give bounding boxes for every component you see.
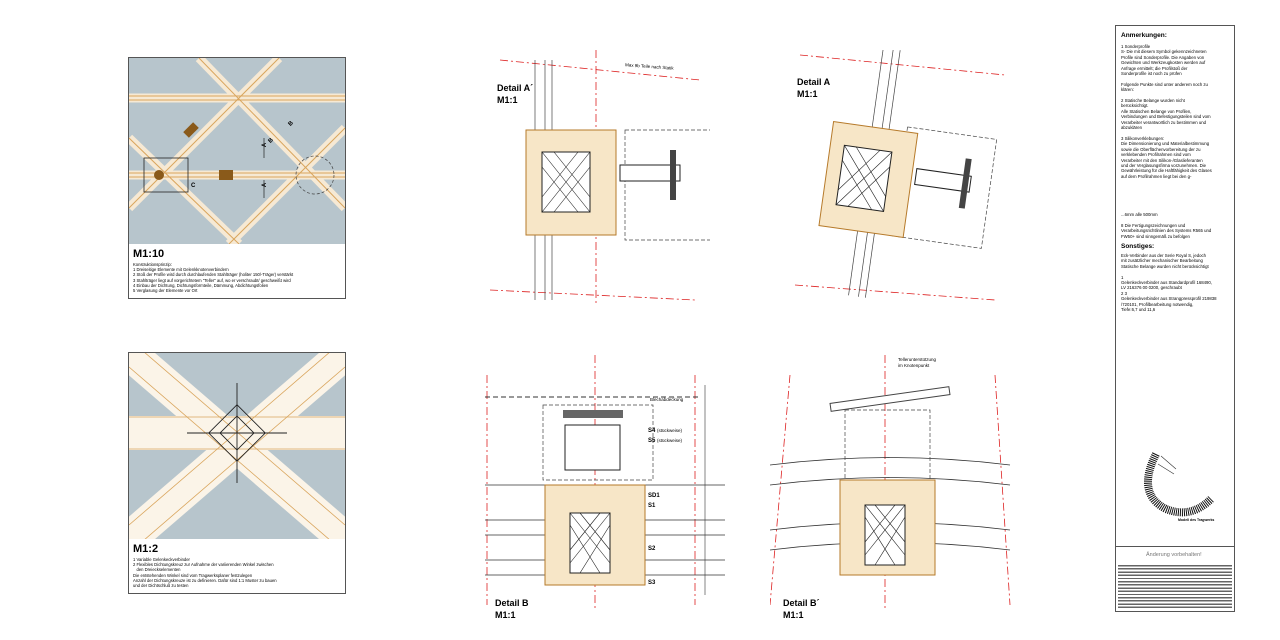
plan-m1-10-panel: A A B B C M1:10 Konstruktionsprinzip: 1 … [128, 57, 346, 299]
detail-a-scale: M1:1 [797, 89, 818, 99]
misc-heading: Sonstiges: [1121, 243, 1155, 250]
s5-label: S5 (stückweise) [648, 438, 682, 444]
blech-label: Blechabdeckung [650, 397, 684, 402]
s1-label: S1 [648, 503, 656, 509]
change-note: Änderung vorbehalten! [1146, 552, 1202, 558]
misc-text: Eck-Verbinder aus der Serie Royal S, jed… [1121, 253, 1217, 313]
support-note: Tellerunterstützung im Knotenpunkt [898, 357, 937, 368]
s4-label: S4 (stückweise) [648, 428, 682, 434]
model-caption: Modell des Tragwerks [1178, 518, 1215, 522]
detail-b-scale: M1:1 [495, 610, 516, 620]
annotations-text-1: 1 Sonderprofile S- Die mit diesem Symbol… [1121, 44, 1212, 179]
connector-notes: 1 Variable Gelenkeckverbinder 2 Flexible… [133, 557, 277, 589]
structure-model-image [1144, 452, 1214, 517]
detail-a-drawing [794, 50, 1006, 301]
legal-fineprint [1118, 564, 1232, 608]
detail-a-prime-title: Detail A´ [497, 83, 534, 93]
plan-m1-2-panel: M1:2 1 Variable Gelenkeckverbinder 2 Fle… [128, 352, 346, 594]
detail-b-prime-drawing [770, 355, 1011, 610]
sd1-label: SD1 [648, 493, 660, 499]
detail-a-prime-scale: M1:1 [497, 95, 518, 105]
s4-code: S4 [648, 428, 656, 434]
section-label-a-top: A [262, 142, 269, 148]
scale-label: M1:2 [133, 543, 159, 555]
detail-b-prime-title: Detail B´ [783, 598, 820, 608]
section-label-c: C [191, 183, 196, 189]
annotations-heading: Anmerkungen: [1121, 32, 1167, 39]
detail-b-title: Detail B [495, 598, 529, 608]
detail-b-drawing [485, 355, 725, 610]
annotations-panel: Anmerkungen: 1 Sonderprofile S- Die mit … [1115, 25, 1235, 612]
construction-notes: Konstruktionsprinzip: 1 Dreiseitige Elem… [133, 262, 294, 294]
s2-label: S2 [648, 546, 656, 552]
detail-b-prime-scale: M1:1 [783, 610, 804, 620]
s4-note: (stückweise) [657, 428, 683, 433]
s3-label: S3 [648, 580, 656, 586]
plan-m1-2-drawing [129, 353, 345, 539]
scale-label: M1:10 [133, 248, 165, 260]
detail-a-title: Detail A [797, 77, 831, 87]
detail-a-prime-drawing [490, 50, 710, 305]
annotations-text-2: ...6mm alle 500mm 8 Die Fertigungszeichn… [1121, 212, 1212, 239]
section-label-a-bottom: A [262, 182, 269, 188]
s5-code: S5 [648, 438, 656, 444]
s5-note: (stückweise) [657, 438, 683, 443]
plan-m1-10-drawing [129, 58, 345, 244]
